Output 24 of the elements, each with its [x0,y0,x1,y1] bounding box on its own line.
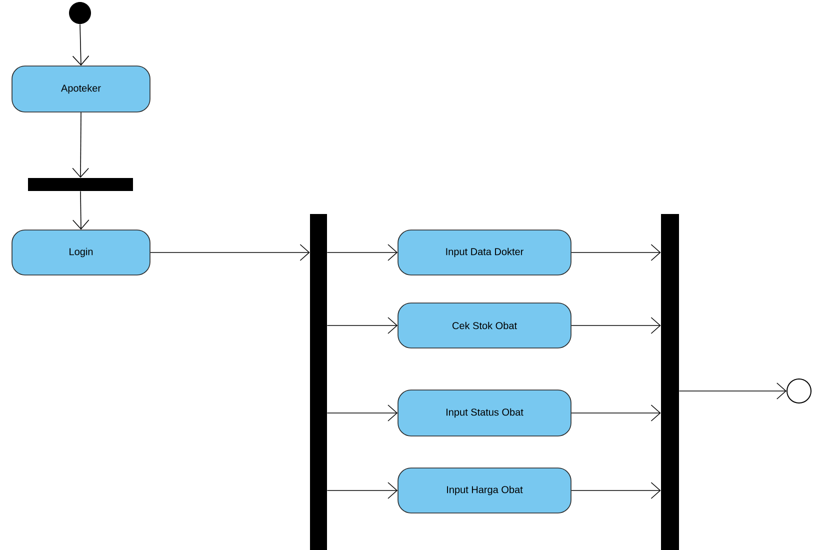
sync-bar [661,214,679,550]
arrow [571,244,661,261]
arrow [150,244,310,261]
sync-bar [28,178,133,191]
arrow [326,317,398,334]
action-box: Login [12,230,150,276]
action-box: Input Harga Obat [398,468,572,514]
arrow [326,404,398,422]
arrow [72,190,90,230]
action-box: Cek Stok Obat [398,302,572,348]
arrow [571,317,661,334]
action-box: Input Data Dokter [398,230,572,276]
start-node [69,2,91,24]
sync-bar [310,214,327,550]
action-box: Input Status Obat [398,390,572,436]
arrow [571,404,661,422]
arrow [72,112,89,178]
end-node [786,378,812,404]
arrow [326,244,398,261]
arrow [571,482,661,499]
arrow [72,24,90,66]
arrow [326,482,398,499]
arrow [678,382,786,400]
action-box: Apoteker [12,66,150,112]
